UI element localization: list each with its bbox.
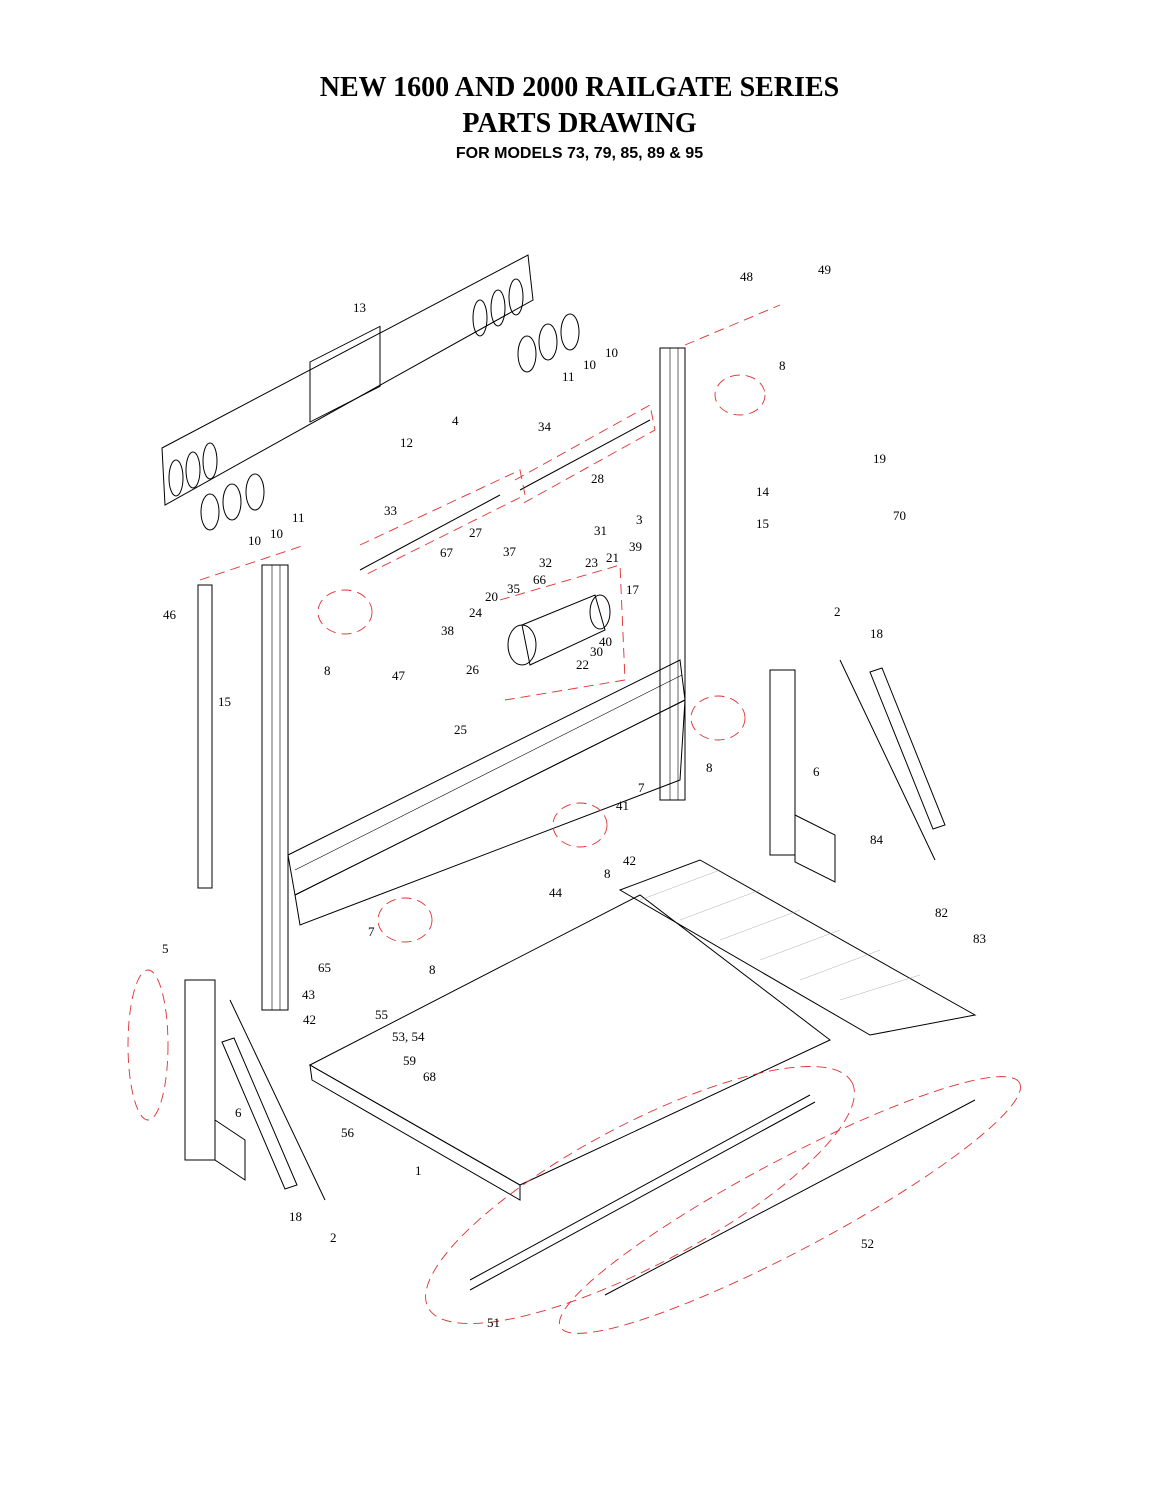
callout-label: 15 bbox=[218, 694, 231, 709]
callout-label: 6 bbox=[235, 1105, 242, 1120]
callout-label: 1 bbox=[415, 1163, 422, 1178]
callout-label: 10 bbox=[583, 357, 596, 372]
callout-label: 12 bbox=[400, 435, 413, 450]
callout-label: 47 bbox=[392, 668, 406, 683]
callout-label: 19 bbox=[873, 451, 886, 466]
callout-label: 34 bbox=[538, 419, 552, 434]
callout-label: 8 bbox=[706, 760, 713, 775]
callout-label: 4 bbox=[452, 413, 459, 428]
callout-label: 84 bbox=[870, 832, 884, 847]
callout-label: 2 bbox=[330, 1230, 337, 1245]
callout-label: 5 bbox=[162, 941, 169, 956]
callout-label: 28 bbox=[591, 471, 604, 486]
callout-label: 46 bbox=[163, 607, 177, 622]
page-title: NEW 1600 AND 2000 RAILGATE SERIES bbox=[319, 72, 840, 103]
callout-label: 22 bbox=[576, 657, 589, 672]
callout-label: 42 bbox=[303, 1012, 316, 1027]
callout-label: 14 bbox=[756, 484, 770, 499]
callout-label: 38 bbox=[441, 623, 454, 638]
callout-label: 33 bbox=[384, 503, 397, 518]
callout-label: 8 bbox=[324, 663, 331, 678]
callout-label: 70 bbox=[893, 508, 906, 523]
callout-label: 7 bbox=[368, 924, 375, 939]
callout-label: 65 bbox=[318, 960, 331, 975]
callout-label: 25 bbox=[454, 722, 467, 737]
callout-label: 13 bbox=[353, 300, 366, 315]
callout-label: 68 bbox=[423, 1069, 436, 1084]
callout-label: 32 bbox=[539, 555, 552, 570]
callout-label: 18 bbox=[870, 626, 883, 641]
callout-label: 7 bbox=[638, 780, 645, 795]
callout-label: 41 bbox=[616, 798, 629, 813]
callout-label: 11 bbox=[562, 369, 575, 384]
callout-label: 43 bbox=[302, 987, 315, 1002]
callout-label: 31 bbox=[594, 523, 607, 538]
callout-label: 10 bbox=[248, 533, 261, 548]
callout-label: 26 bbox=[466, 662, 480, 677]
callout-label: 8 bbox=[604, 866, 611, 881]
callout-label: 56 bbox=[341, 1125, 355, 1140]
callout-label: 39 bbox=[629, 539, 642, 554]
callout-label: 10 bbox=[270, 526, 283, 541]
callout-label: 15 bbox=[756, 516, 769, 531]
ramp-grate bbox=[639, 869, 921, 1001]
callout-label: 10 bbox=[605, 345, 618, 360]
diagram-art bbox=[127, 254, 1021, 1334]
callout-label: 6 bbox=[813, 764, 820, 779]
callout-label: 82 bbox=[935, 905, 948, 920]
callout-label: 17 bbox=[626, 582, 640, 597]
page-subtitle: PARTS DRAWING bbox=[462, 108, 697, 139]
callout-label: 11 bbox=[292, 510, 305, 525]
callout-label: 21 bbox=[606, 550, 619, 565]
callout-label: 8 bbox=[429, 962, 436, 977]
callout-label: 8 bbox=[779, 358, 786, 373]
callout-label: 55 bbox=[375, 1007, 388, 1022]
callout-label: 3 bbox=[636, 512, 643, 527]
callout-label: 59 bbox=[403, 1053, 416, 1068]
callout-label: 49 bbox=[818, 262, 831, 277]
callout-label: 42 bbox=[623, 853, 636, 868]
callout-label: 40 bbox=[599, 634, 612, 649]
callout-label: 24 bbox=[469, 605, 483, 620]
callout-label: 51 bbox=[487, 1315, 500, 1330]
callout-label: 44 bbox=[549, 885, 563, 900]
callout-label: 37 bbox=[503, 544, 517, 559]
models-line: FOR MODELS 73, 79, 85, 89 & 95 bbox=[455, 145, 704, 162]
callout-label: 35 bbox=[507, 581, 520, 596]
callout-label: 48 bbox=[740, 269, 753, 284]
callout-label: 67 bbox=[440, 545, 454, 560]
callout-label: 18 bbox=[289, 1209, 302, 1224]
callout-labels: 13 48 49 10 10 11 8 4 12 34 19 28 14 33 … bbox=[162, 262, 986, 1330]
callout-label: 30 bbox=[590, 644, 603, 659]
callout-label: 27 bbox=[469, 525, 483, 540]
callout-label: 52 bbox=[861, 1236, 874, 1251]
callout-label: 53, 54 bbox=[392, 1029, 425, 1044]
callout-label: 83 bbox=[973, 931, 986, 946]
callout-label: 20 bbox=[485, 589, 498, 604]
callout-label: 2 bbox=[834, 604, 841, 619]
callout-label: 66 bbox=[533, 572, 547, 587]
callout-label: 23 bbox=[585, 555, 598, 570]
